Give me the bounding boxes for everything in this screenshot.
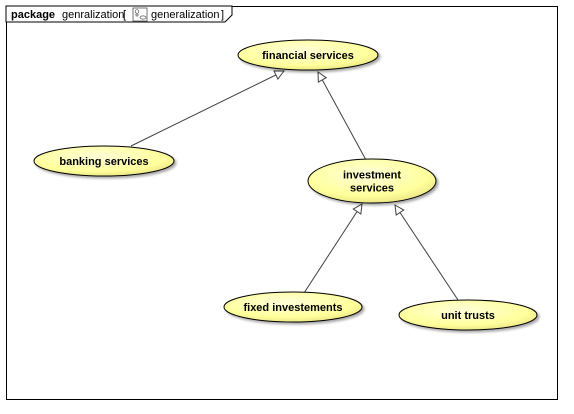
generalization-arrowhead (352, 203, 363, 215)
frame-keyword: package (11, 9, 55, 21)
frame-bracket-open: [ (123, 9, 126, 21)
frame-tab: package genralization [ generalization ] (5, 5, 233, 23)
generalization-line (303, 203, 363, 294)
frame-package-name: genralization (62, 9, 124, 21)
frame-diagram-name: generalization (151, 9, 220, 21)
usecase-ellipse (33, 145, 175, 177)
usecase-financial[interactable]: financial services (237, 39, 379, 71)
diagram-icon (132, 7, 148, 22)
generalization-fixed-investment[interactable] (303, 203, 363, 294)
generalization-investment-financial[interactable] (317, 71, 367, 161)
generalization-banking-financial[interactable] (130, 70, 286, 147)
usecase-label: fixed investements (243, 302, 342, 314)
frame-bracket-close: ] (221, 9, 224, 21)
generalization-arrowhead (273, 70, 286, 80)
usecase-ellipse (307, 158, 437, 204)
generalization-unit-investment[interactable] (394, 204, 459, 301)
usecase-label: financial services (262, 50, 354, 62)
usecase-ellipse (398, 299, 538, 331)
usecase-banking[interactable]: banking services (33, 145, 175, 177)
generalization-line (130, 70, 285, 147)
usecase-label: unit trusts (441, 310, 495, 322)
usecase-fixed[interactable]: fixed investements (223, 291, 363, 323)
usecase-unit[interactable]: unit trusts (398, 299, 538, 331)
usecase-label: services (350, 183, 394, 195)
generalization-line (394, 204, 459, 301)
generalization-arrowhead (317, 71, 328, 83)
usecase-ellipse (237, 39, 379, 71)
usecase-ellipse (223, 291, 363, 323)
usecase-label: banking services (59, 156, 148, 168)
generalization-arrowhead (394, 204, 405, 216)
generalization-line (317, 71, 367, 161)
usecase-label: investment (343, 170, 401, 182)
